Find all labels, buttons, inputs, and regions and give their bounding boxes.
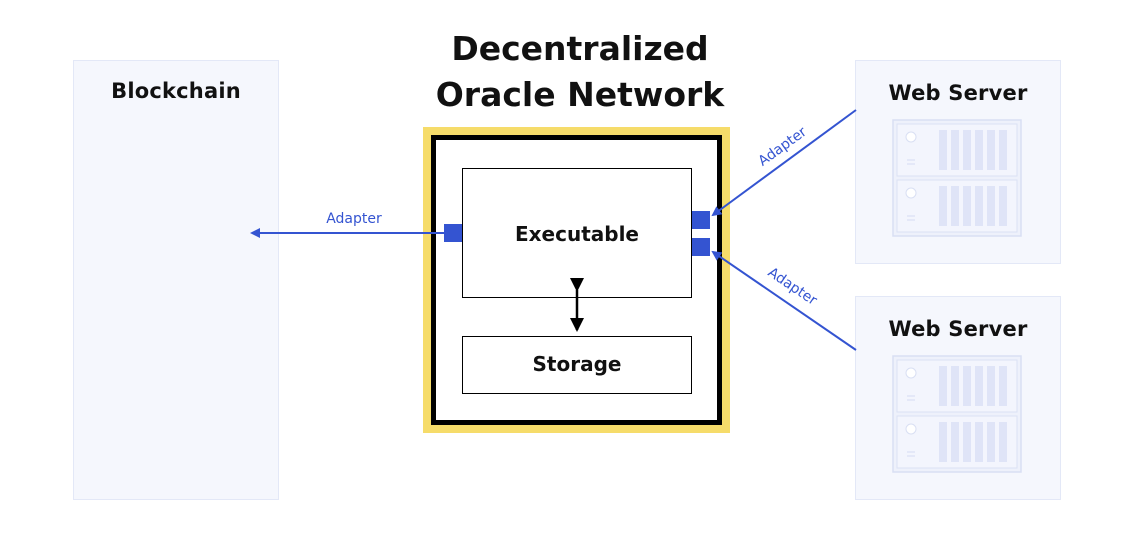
web-server-label-1: Web Server bbox=[888, 81, 1028, 105]
blockchain-label: Blockchain bbox=[111, 79, 241, 103]
storage-box: Storage bbox=[462, 336, 692, 394]
diagram-title-line2: Oracle Network bbox=[435, 75, 725, 114]
blockchain-panel: Blockchain bbox=[73, 60, 279, 500]
server-icon bbox=[892, 355, 1022, 473]
executable-label: Executable bbox=[514, 222, 639, 246]
adapter-port-right-bottom bbox=[692, 238, 710, 256]
storage-label: Storage bbox=[532, 352, 622, 376]
adapter-port-right-top bbox=[692, 211, 710, 229]
web-server-label-2: Web Server bbox=[888, 317, 1028, 341]
adapter-arrow-bottom-right bbox=[711, 250, 857, 351]
adapter-port-left bbox=[444, 224, 462, 242]
adapter-label-bottom-right: Adapter bbox=[765, 265, 820, 309]
executable-box: Executable bbox=[462, 168, 692, 298]
adapter-arrow-top-right bbox=[711, 109, 857, 217]
adapter-label-left: Adapter bbox=[326, 211, 382, 227]
diagram-title-line1: Decentralized bbox=[451, 29, 709, 68]
server-icon bbox=[892, 119, 1022, 237]
